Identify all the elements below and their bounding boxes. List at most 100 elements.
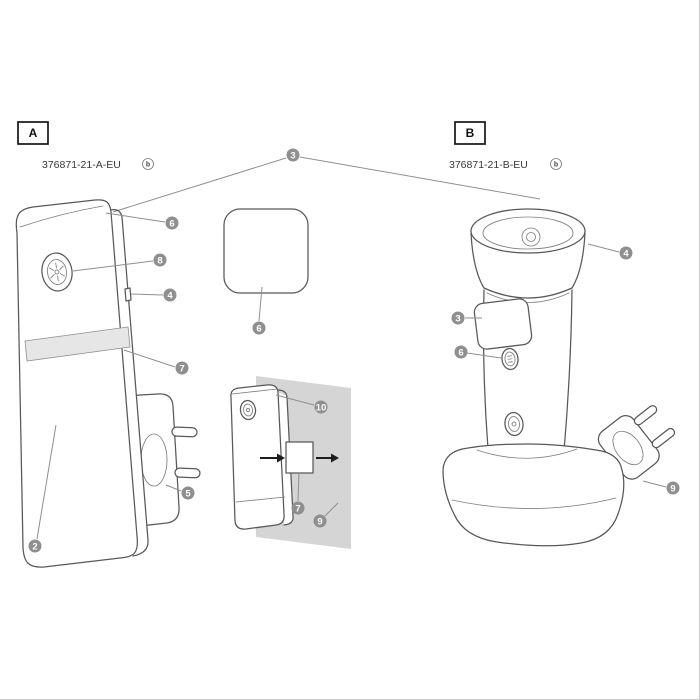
device-a <box>15 199 201 568</box>
variant-a-model: 376871-21-A-EU <box>42 159 121 171</box>
callout-circle <box>313 514 327 528</box>
callout-circle <box>286 148 300 162</box>
callout-number: 3 <box>455 313 460 324</box>
sensor-outer <box>41 252 73 292</box>
callout-a-button: 8 <box>72 253 167 272</box>
variant-b-cert-letter: b <box>554 162 558 169</box>
indicator-inner <box>508 416 520 432</box>
callout-circle <box>454 345 468 359</box>
plug-pin <box>633 405 658 426</box>
mounting-plate <box>285 441 314 474</box>
callout-number: 6 <box>169 218 174 229</box>
callout-line <box>105 212 166 223</box>
callout-circle <box>175 361 189 375</box>
callout-line <box>123 349 176 368</box>
callouts-device-a: 6 8 4 7 5 2 <box>28 212 195 553</box>
callout-circle <box>252 321 266 335</box>
torch-head-rim <box>470 208 586 254</box>
switch-inner <box>504 351 516 367</box>
callout-line <box>324 502 339 517</box>
plug-face <box>612 430 644 466</box>
plug-pin <box>651 427 676 449</box>
callout-line <box>112 157 287 213</box>
callout-circle <box>619 246 633 260</box>
callout-b-panel: 3 <box>451 311 482 325</box>
variant-a-box <box>17 121 49 145</box>
callout-a-top: 6 <box>105 212 179 230</box>
callout-circle <box>181 486 195 500</box>
label-panel-outline <box>473 298 533 350</box>
variant-b-box <box>454 121 486 145</box>
callout-a-stripe: 7 <box>123 349 189 375</box>
indicator-outer <box>504 411 524 437</box>
head-right-edge <box>571 232 586 289</box>
neck-rim <box>483 287 573 299</box>
sensor-outer <box>239 399 257 421</box>
callout-line <box>275 394 315 406</box>
callout-line <box>258 286 263 322</box>
charging-dock <box>442 443 625 547</box>
callout-b-button: 6 <box>454 345 502 359</box>
plug-pin <box>174 467 201 479</box>
callout-circle <box>291 501 305 515</box>
variant-b-model: 376871-21-B-EU <box>449 159 528 171</box>
torch-bulb-center <box>526 232 536 242</box>
callout-number: 6 <box>256 323 261 334</box>
torch-bulb <box>521 227 541 247</box>
torch <box>470 208 586 452</box>
sensor-dot <box>54 269 60 275</box>
switch-outer <box>501 347 519 371</box>
callout-number: 6 <box>458 347 463 358</box>
callout-circle <box>165 216 179 230</box>
callout-number: 10 <box>316 402 327 413</box>
variant-b-header: B 376871-21-B-EU b <box>449 121 562 171</box>
torch-label-panel <box>473 298 533 350</box>
arrow-left-icon <box>277 453 285 463</box>
callout-circle <box>314 400 328 414</box>
callout-number: 7 <box>295 503 300 514</box>
charge-indicator <box>504 411 524 437</box>
variant-a-cert-icon <box>142 158 154 170</box>
pad-outline <box>223 208 309 294</box>
slide-arrows <box>260 453 339 463</box>
callout-a-body: 2 <box>28 424 57 553</box>
sensor-inner <box>243 403 253 417</box>
unit-bottom-line <box>235 496 286 503</box>
callout-number: 9 <box>317 516 322 527</box>
callout-number: 7 <box>179 363 184 374</box>
device-b <box>442 208 676 547</box>
housing-front <box>15 199 139 568</box>
callout-circle <box>153 253 167 267</box>
neck-rim-2 <box>486 292 570 303</box>
callout-a-plug: 5 <box>165 484 195 500</box>
torch-switch <box>501 347 519 371</box>
callout-b-head: 4 <box>587 243 633 260</box>
variant-a-letter: A <box>29 126 38 140</box>
body-right-edge <box>563 289 573 452</box>
callouts-device-b: 4 3 6 9 <box>451 243 680 495</box>
callout-line <box>165 484 182 492</box>
callout-number: 2 <box>32 541 37 552</box>
plug-pin <box>171 426 198 438</box>
callout-mount-plate: 7 <box>291 472 305 515</box>
sensor-star <box>48 262 66 282</box>
callout-line <box>642 480 667 488</box>
led-sensor <box>41 252 73 292</box>
indicator-dot <box>511 421 517 427</box>
callout-line <box>72 260 154 272</box>
callout-number: 4 <box>167 290 173 301</box>
housing-side-edge <box>110 209 149 557</box>
callout-circle <box>163 288 177 302</box>
callout-number: 4 <box>623 248 629 259</box>
sensor-dot <box>245 407 251 413</box>
variant-a-cert-letter: b <box>146 162 150 169</box>
callout-circle <box>451 311 465 325</box>
callout-number: 8 <box>157 255 162 266</box>
callout-number: 3 <box>290 150 295 161</box>
callout-shared-top: 3 <box>112 148 541 213</box>
side-switch <box>124 287 132 302</box>
switch-grip <box>507 355 513 363</box>
diffuser-stripe <box>24 326 131 362</box>
variant-b-letter: B <box>466 126 475 140</box>
